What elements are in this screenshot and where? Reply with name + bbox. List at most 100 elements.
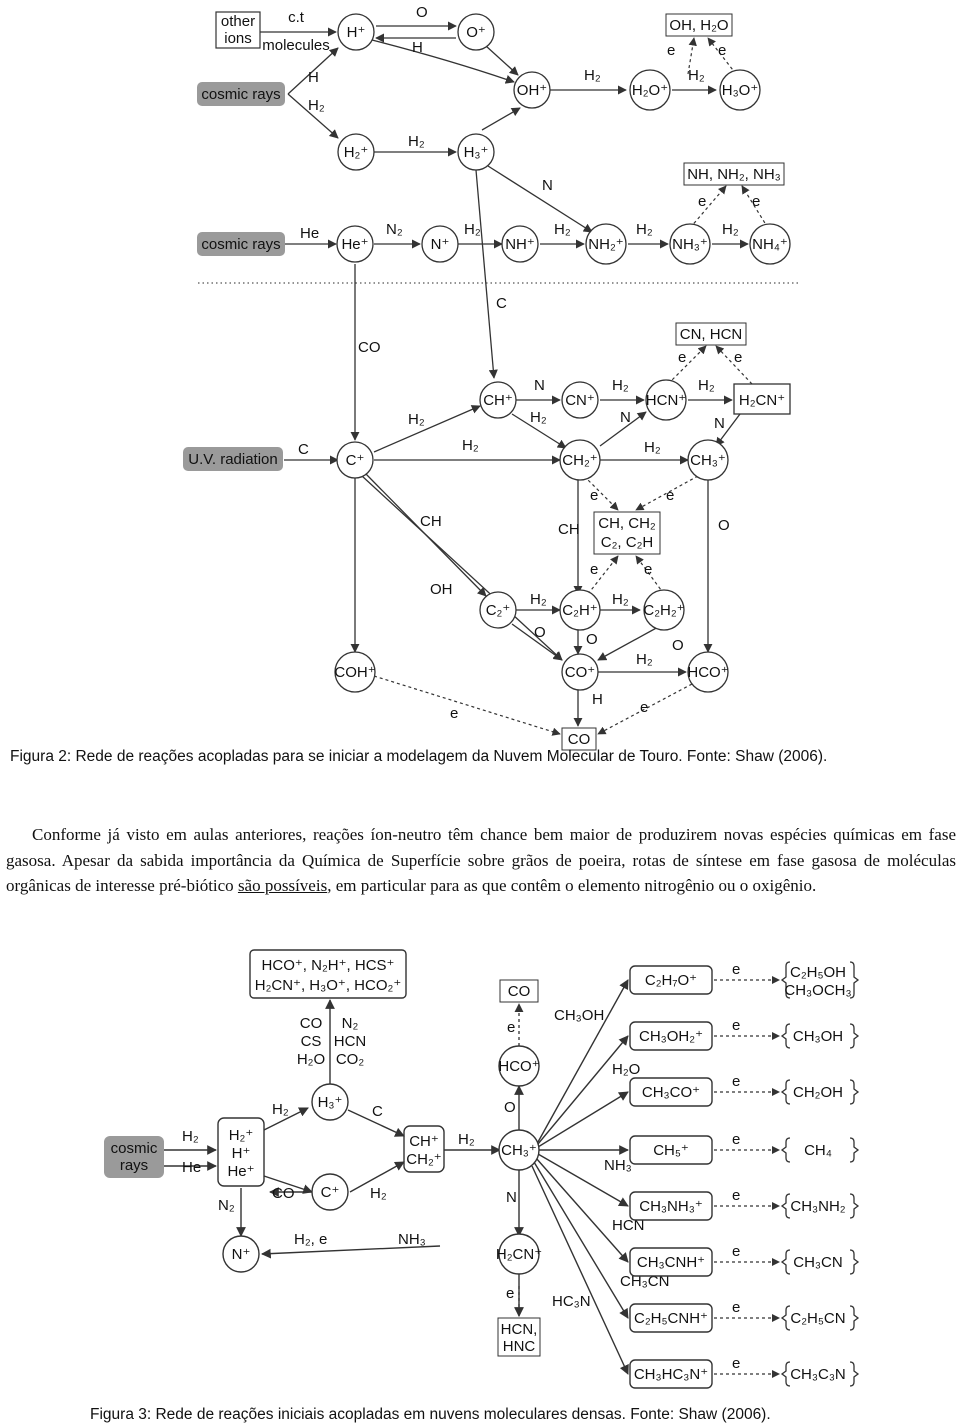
svg-text:ions: ions	[224, 30, 252, 47]
svg-text:other: other	[221, 13, 255, 30]
oh-h2o-box: OH, H₂O	[665, 13, 733, 37]
svg-text:HCO⁺, N₂H⁺, HCS⁺: HCO⁺, N₂H⁺, HCS⁺	[262, 957, 395, 974]
node-ch3-plus	[687, 439, 729, 481]
product-label-0: C₂H₅OH	[790, 964, 846, 981]
ch-ch2-box: CH⁺ CH₂⁺	[403, 1125, 445, 1173]
electron-label-1: e	[732, 1017, 740, 1034]
svg-text:C₂H⁺: C₂H⁺	[562, 602, 597, 619]
svg-text:C⁺: C⁺	[321, 1184, 340, 1201]
svg-text:HCO⁺: HCO⁺	[498, 1058, 539, 1075]
svg-text:H₂: H₂	[612, 591, 629, 608]
svg-text:H₂: H₂	[530, 409, 547, 426]
svg-text:e: e	[644, 561, 652, 578]
node-c-plus	[336, 441, 374, 479]
paragraph-underlined: são possíveis	[237, 876, 328, 895]
product-label-1: CH₃OH	[793, 1028, 843, 1045]
svg-text:e: e	[678, 349, 686, 366]
node-hcn-plus	[645, 379, 687, 421]
ion-label-2: CH₃CO⁺	[642, 1084, 700, 1101]
svg-text:N: N	[714, 415, 725, 432]
svg-text:e: e	[450, 705, 458, 722]
svg-text:HCN: HCN	[334, 1033, 367, 1050]
ion-label-5: CH₃CNH⁺	[637, 1254, 705, 1271]
hcn-hnc-box: HCN, HNC	[497, 1317, 541, 1357]
svg-text:OH, H₂O: OH, H₂O	[669, 17, 728, 34]
svg-text:NH₃: NH₃	[398, 1231, 426, 1248]
svg-text:H₂: H₂	[698, 377, 715, 394]
ion-label-4: CH₃NH₃⁺	[639, 1198, 702, 1215]
svg-text:H₂: H₂	[462, 437, 479, 454]
ion-box-5	[629, 1247, 713, 1277]
svg-text:N: N	[620, 409, 631, 426]
electron-label-0: e	[732, 961, 740, 978]
svg-text:HCN⁺: HCN⁺	[646, 392, 686, 409]
svg-text:H₂: H₂	[636, 651, 653, 668]
svg-text:O: O	[416, 4, 428, 21]
ion-box-0	[629, 965, 713, 995]
product-label-5: CH₃CN	[793, 1254, 842, 1271]
svg-text:H⁺: H⁺	[232, 1145, 251, 1162]
svg-text:H: H	[412, 39, 423, 56]
reactant-column-left: CO CS H₂O	[297, 1015, 325, 1068]
svg-text:H₂O: H₂O	[612, 1061, 640, 1078]
fig3-node-ch3-plus	[498, 1129, 540, 1171]
ion-box-4	[629, 1191, 713, 1221]
electron-arrowhead-6	[772, 1314, 780, 1322]
svg-text:CO: CO	[568, 731, 591, 748]
svg-text:OH⁺: OH⁺	[517, 82, 547, 99]
svg-text:H₂: H₂	[612, 377, 629, 394]
figure-3-caption: Figura 3: Rede de reações iniciais acopl…	[90, 1406, 771, 1423]
node-h3-plus	[457, 133, 495, 171]
node-oh-plus	[513, 71, 551, 109]
svg-text:O: O	[672, 637, 684, 654]
co-box: CO	[561, 727, 597, 751]
electron-label-7: e	[732, 1355, 740, 1372]
node-nh3-plus	[669, 223, 711, 265]
svg-text:He: He	[300, 225, 319, 242]
svg-text:H₂CN⁺: H₂CN⁺	[739, 392, 785, 409]
product-label-3: CH₄	[804, 1142, 832, 1159]
product-bracket-right-1	[849, 1023, 860, 1049]
svg-text:e: e	[640, 699, 648, 716]
product-label-2: CH₂OH	[793, 1084, 843, 1101]
svg-text:C: C	[496, 295, 507, 312]
svg-text:H₂, e: H₂, e	[294, 1231, 327, 1248]
svg-text:H₃⁺: H₃⁺	[464, 144, 489, 161]
node-c2-plus	[479, 591, 517, 629]
svg-text:e: e	[667, 42, 675, 59]
svg-text:C⁺: C⁺	[346, 452, 365, 469]
svg-text:H₂⁺: H₂⁺	[344, 144, 369, 161]
svg-text:H₂: H₂	[458, 1131, 475, 1148]
svg-text:HNC: HNC	[503, 1338, 536, 1355]
svg-text:NH, NH₂, NH₃: NH, NH₂, NH₃	[687, 166, 781, 183]
product-bracket-right-5	[849, 1249, 860, 1275]
product-bracket-right-4	[849, 1193, 860, 1219]
svg-text:NH⁺: NH⁺	[505, 236, 535, 253]
svg-text:HCN,: HCN,	[501, 1321, 538, 1338]
ion-box-3	[629, 1135, 713, 1165]
svg-text:N⁺: N⁺	[232, 1246, 251, 1263]
svg-text:H₂: H₂	[722, 221, 739, 238]
svg-text:e: e	[507, 1019, 515, 1036]
fig3-node-c-plus	[311, 1173, 349, 1211]
svg-text:CH: CH	[420, 513, 442, 530]
svg-text:HC₃N: HC₃N	[552, 1293, 591, 1310]
electron-arrowhead-4	[772, 1202, 780, 1210]
node-cn-plus	[561, 381, 599, 419]
product-bracket-left-6	[780, 1305, 791, 1331]
svg-text:CO⁺: CO⁺	[565, 664, 595, 681]
node-ch2-plus	[559, 439, 601, 481]
cosmic-rays-box-3: cosmic rays	[104, 1136, 164, 1178]
electron-label-3: e	[732, 1131, 740, 1148]
svg-text:e: e	[590, 561, 598, 578]
product-bracket-right-7	[849, 1361, 860, 1387]
fig3-node-n-plus	[222, 1235, 260, 1273]
svg-text:H₂: H₂	[584, 67, 601, 84]
ct-label: c.t	[288, 9, 305, 26]
svg-text:N₂: N₂	[386, 221, 403, 238]
svg-text:HCO⁺: HCO⁺	[687, 664, 728, 681]
svg-text:H₂: H₂	[530, 591, 547, 608]
svg-text:H₂: H₂	[308, 97, 325, 114]
fig3-node-h3-plus	[311, 1083, 349, 1121]
